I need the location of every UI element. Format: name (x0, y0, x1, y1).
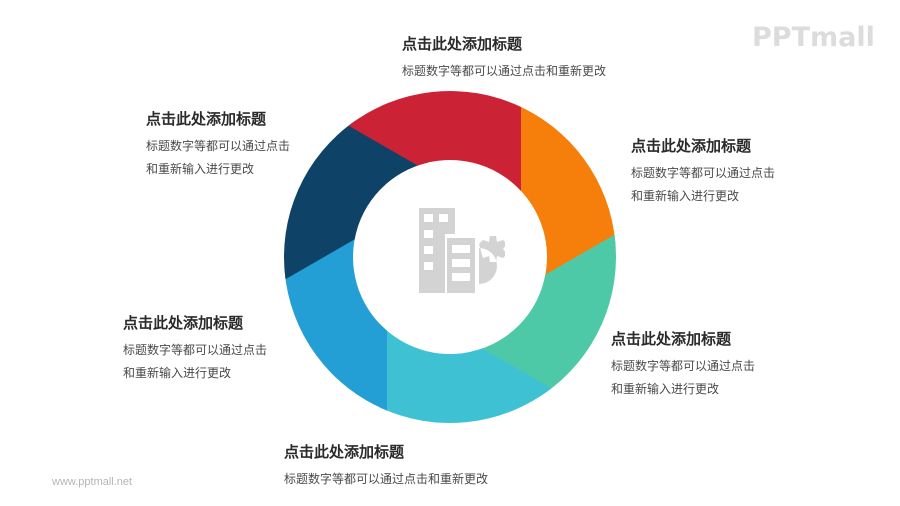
text-block-lower-right: 点击此处添加标题 标题数字等都可以通过点击和重新输入进行更改 (611, 329, 755, 401)
website-url: www.pptmall.net (52, 476, 133, 488)
pptmall-logo: PPTmall (752, 22, 875, 53)
block-desc[interactable]: 标题数字等都可以通过点击和重新输入进行更改 (146, 139, 291, 176)
block-title[interactable]: 点击此处添加标题 (284, 443, 405, 461)
block-title[interactable]: 点击此处添加标题 (146, 110, 267, 128)
block-title[interactable]: 点击此处添加标题 (402, 35, 523, 53)
text-block-top: 点击此处添加标题 标题数字等都可以通过点击和重新更改 (402, 34, 606, 83)
block-title[interactable]: 点击此处添加标题 (123, 314, 244, 332)
building-gear-icon (419, 208, 505, 293)
block-desc[interactable]: 标题数字等都可以通过点击和重新输入进行更改 (631, 166, 776, 203)
text-block-bottom: 点击此处添加标题 标题数字等都可以通过点击和重新更改 (284, 442, 488, 491)
block-title[interactable]: 点击此处添加标题 (611, 330, 732, 348)
block-title[interactable]: 点击此处添加标题 (631, 137, 752, 155)
ring-segment-lower-left[interactable] (284, 120, 429, 280)
text-block-lower-left: 点击此处添加标题 标题数字等都可以通过点击和重新输入进行更改 (123, 313, 267, 385)
ring-segment-top[interactable] (513, 103, 616, 286)
block-desc[interactable]: 标题数字等都可以通过点击和重新更改 (284, 472, 489, 486)
text-block-upper-right: 点击此处添加标题 标题数字等都可以通过点击和重新输入进行更改 (631, 136, 775, 208)
block-desc[interactable]: 标题数字等都可以通过点击和重新更改 (402, 64, 607, 78)
ring-segment-bottom[interactable] (284, 228, 387, 411)
block-desc[interactable]: 标题数字等都可以通过点击和重新输入进行更改 (123, 343, 268, 380)
ring-segment-upper-left[interactable] (348, 91, 521, 191)
ring-segment-upper-right[interactable] (471, 234, 616, 394)
ring-segment-lower-right[interactable] (379, 323, 552, 423)
block-desc[interactable]: 标题数字等都可以通过点击和重新输入进行更改 (611, 359, 756, 396)
text-block-upper-left: 点击此处添加标题 标题数字等都可以通过点击和重新输入进行更改 (146, 109, 290, 181)
